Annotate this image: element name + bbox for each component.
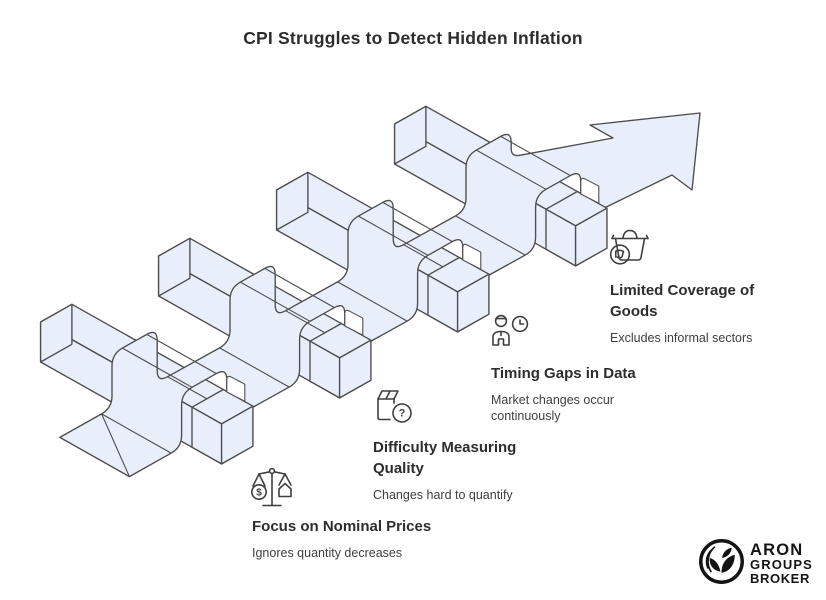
item-title: Focus on Nominal Prices (252, 518, 432, 535)
logo-line-3: BROKER (750, 570, 810, 586)
flow-ribbon-arrow (60, 113, 700, 477)
brand-logo: ARON GROUPS BROKER (697, 537, 819, 589)
svg-text:?: ? (399, 407, 406, 419)
arch-gap-2 (345, 310, 363, 335)
scale-icon: $ (248, 465, 296, 513)
logo-line-1: ARON (750, 541, 804, 559)
item-subtitle: Ignores quantity decreases (252, 546, 403, 560)
svg-text:$: $ (256, 488, 262, 499)
person-clock-icon (489, 311, 533, 355)
list-item-nominal-prices: $ Focus on Nominal Prices Ignores quanti… (251, 467, 462, 561)
item-title: Difficulty Measuring Quality (373, 439, 517, 477)
arch-gap-1 (227, 376, 245, 401)
item-subtitle: Market changes occur continuously (491, 393, 614, 423)
basket-thumbs-down-icon (607, 226, 653, 272)
bar-front-overlay-4 (546, 192, 607, 266)
item-title: Timing Gaps in Data (491, 365, 636, 382)
leaf-logo-icon (697, 537, 746, 591)
logo-line-2: GROUPS (750, 557, 813, 572)
list-item-timing: Timing Gaps in Data Market changes occur… (491, 314, 651, 424)
ribbon-creases (102, 136, 571, 476)
package-question-icon: ? (371, 384, 417, 430)
logo-text: ARON GROUPS BROKER (750, 542, 813, 585)
item-subtitle: Changes hard to quantify (373, 488, 513, 502)
page-title: CPI Struggles to Detect Hidden Inflation (243, 28, 583, 48)
list-item-quality: ? Difficulty Measuring Quality Changes h… (373, 390, 543, 503)
arch-gap-4 (581, 178, 599, 203)
list-item-coverage: Limited Coverage of Goods Excludes infor… (609, 229, 780, 346)
arch-gap-3 (463, 244, 481, 269)
item-title: Limited Coverage of Goods (610, 282, 755, 320)
item-subtitle: Excludes informal sectors (610, 331, 753, 345)
